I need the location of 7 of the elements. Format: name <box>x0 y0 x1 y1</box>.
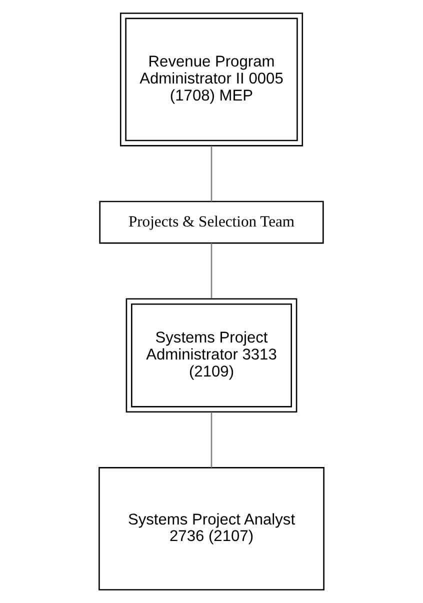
node-box: Systems Project Analyst 2736 (2107) <box>98 467 324 590</box>
connector <box>210 412 212 468</box>
node-box: Projects & Selection Team <box>99 200 324 244</box>
node-box: Systems Project Administrator 3313 (2109) <box>126 298 298 412</box>
connector <box>210 243 212 299</box>
connector <box>210 146 212 202</box>
node-box: Revenue Program Administrator II 0005 (1708) MEP <box>120 12 304 146</box>
